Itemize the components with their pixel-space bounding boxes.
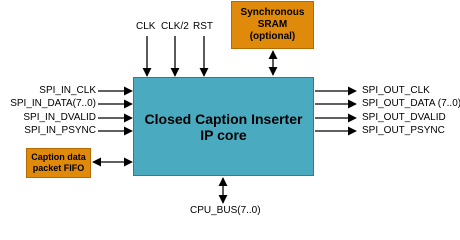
- spi-in-data-label: SPI_IN_DATA(7..0): [10, 98, 96, 109]
- spi-out-dvalid-label: SPI_OUT_DVALID: [362, 112, 446, 123]
- fifo-line2: packet FIFO: [32, 163, 85, 173]
- spi-out-psync-label: SPI_OUT_PSYNC: [362, 125, 445, 136]
- block-diagram: [92, 36, 357, 204]
- clk-label: CLK: [136, 21, 156, 32]
- clk2-label: CLK/2: [161, 21, 189, 32]
- sram-line1: Synchronous: [240, 7, 305, 18]
- core-block: Closed Caption Inserter IP core: [133, 77, 314, 176]
- core-title-line2: IP core: [200, 126, 247, 143]
- rst-label: RST: [193, 21, 213, 32]
- spi-out-data-label: SPI_OUT_DATA (7..0): [362, 98, 460, 109]
- spi-in-dvalid-label: SPI_IN_DVALID: [23, 112, 96, 123]
- fifo-block: Caption data packet FIFO: [26, 148, 91, 178]
- cpu-bus-label: CPU_BUS(7..0): [190, 205, 261, 216]
- spi-in-psync-label: SPI_IN_PSYNC: [24, 125, 96, 136]
- spi-out-clk-label: SPI_OUT_CLK: [362, 85, 430, 96]
- fifo-line1: Caption data: [31, 152, 86, 162]
- core-title-line1: Closed Caption Inserter: [144, 110, 303, 127]
- spi-in-clk-label: SPI_IN_CLK: [39, 85, 96, 96]
- sram-line2: SRAM: [257, 19, 288, 30]
- sram-line3: (optional): [249, 31, 296, 42]
- sram-block: Synchronous SRAM (optional): [231, 1, 314, 49]
